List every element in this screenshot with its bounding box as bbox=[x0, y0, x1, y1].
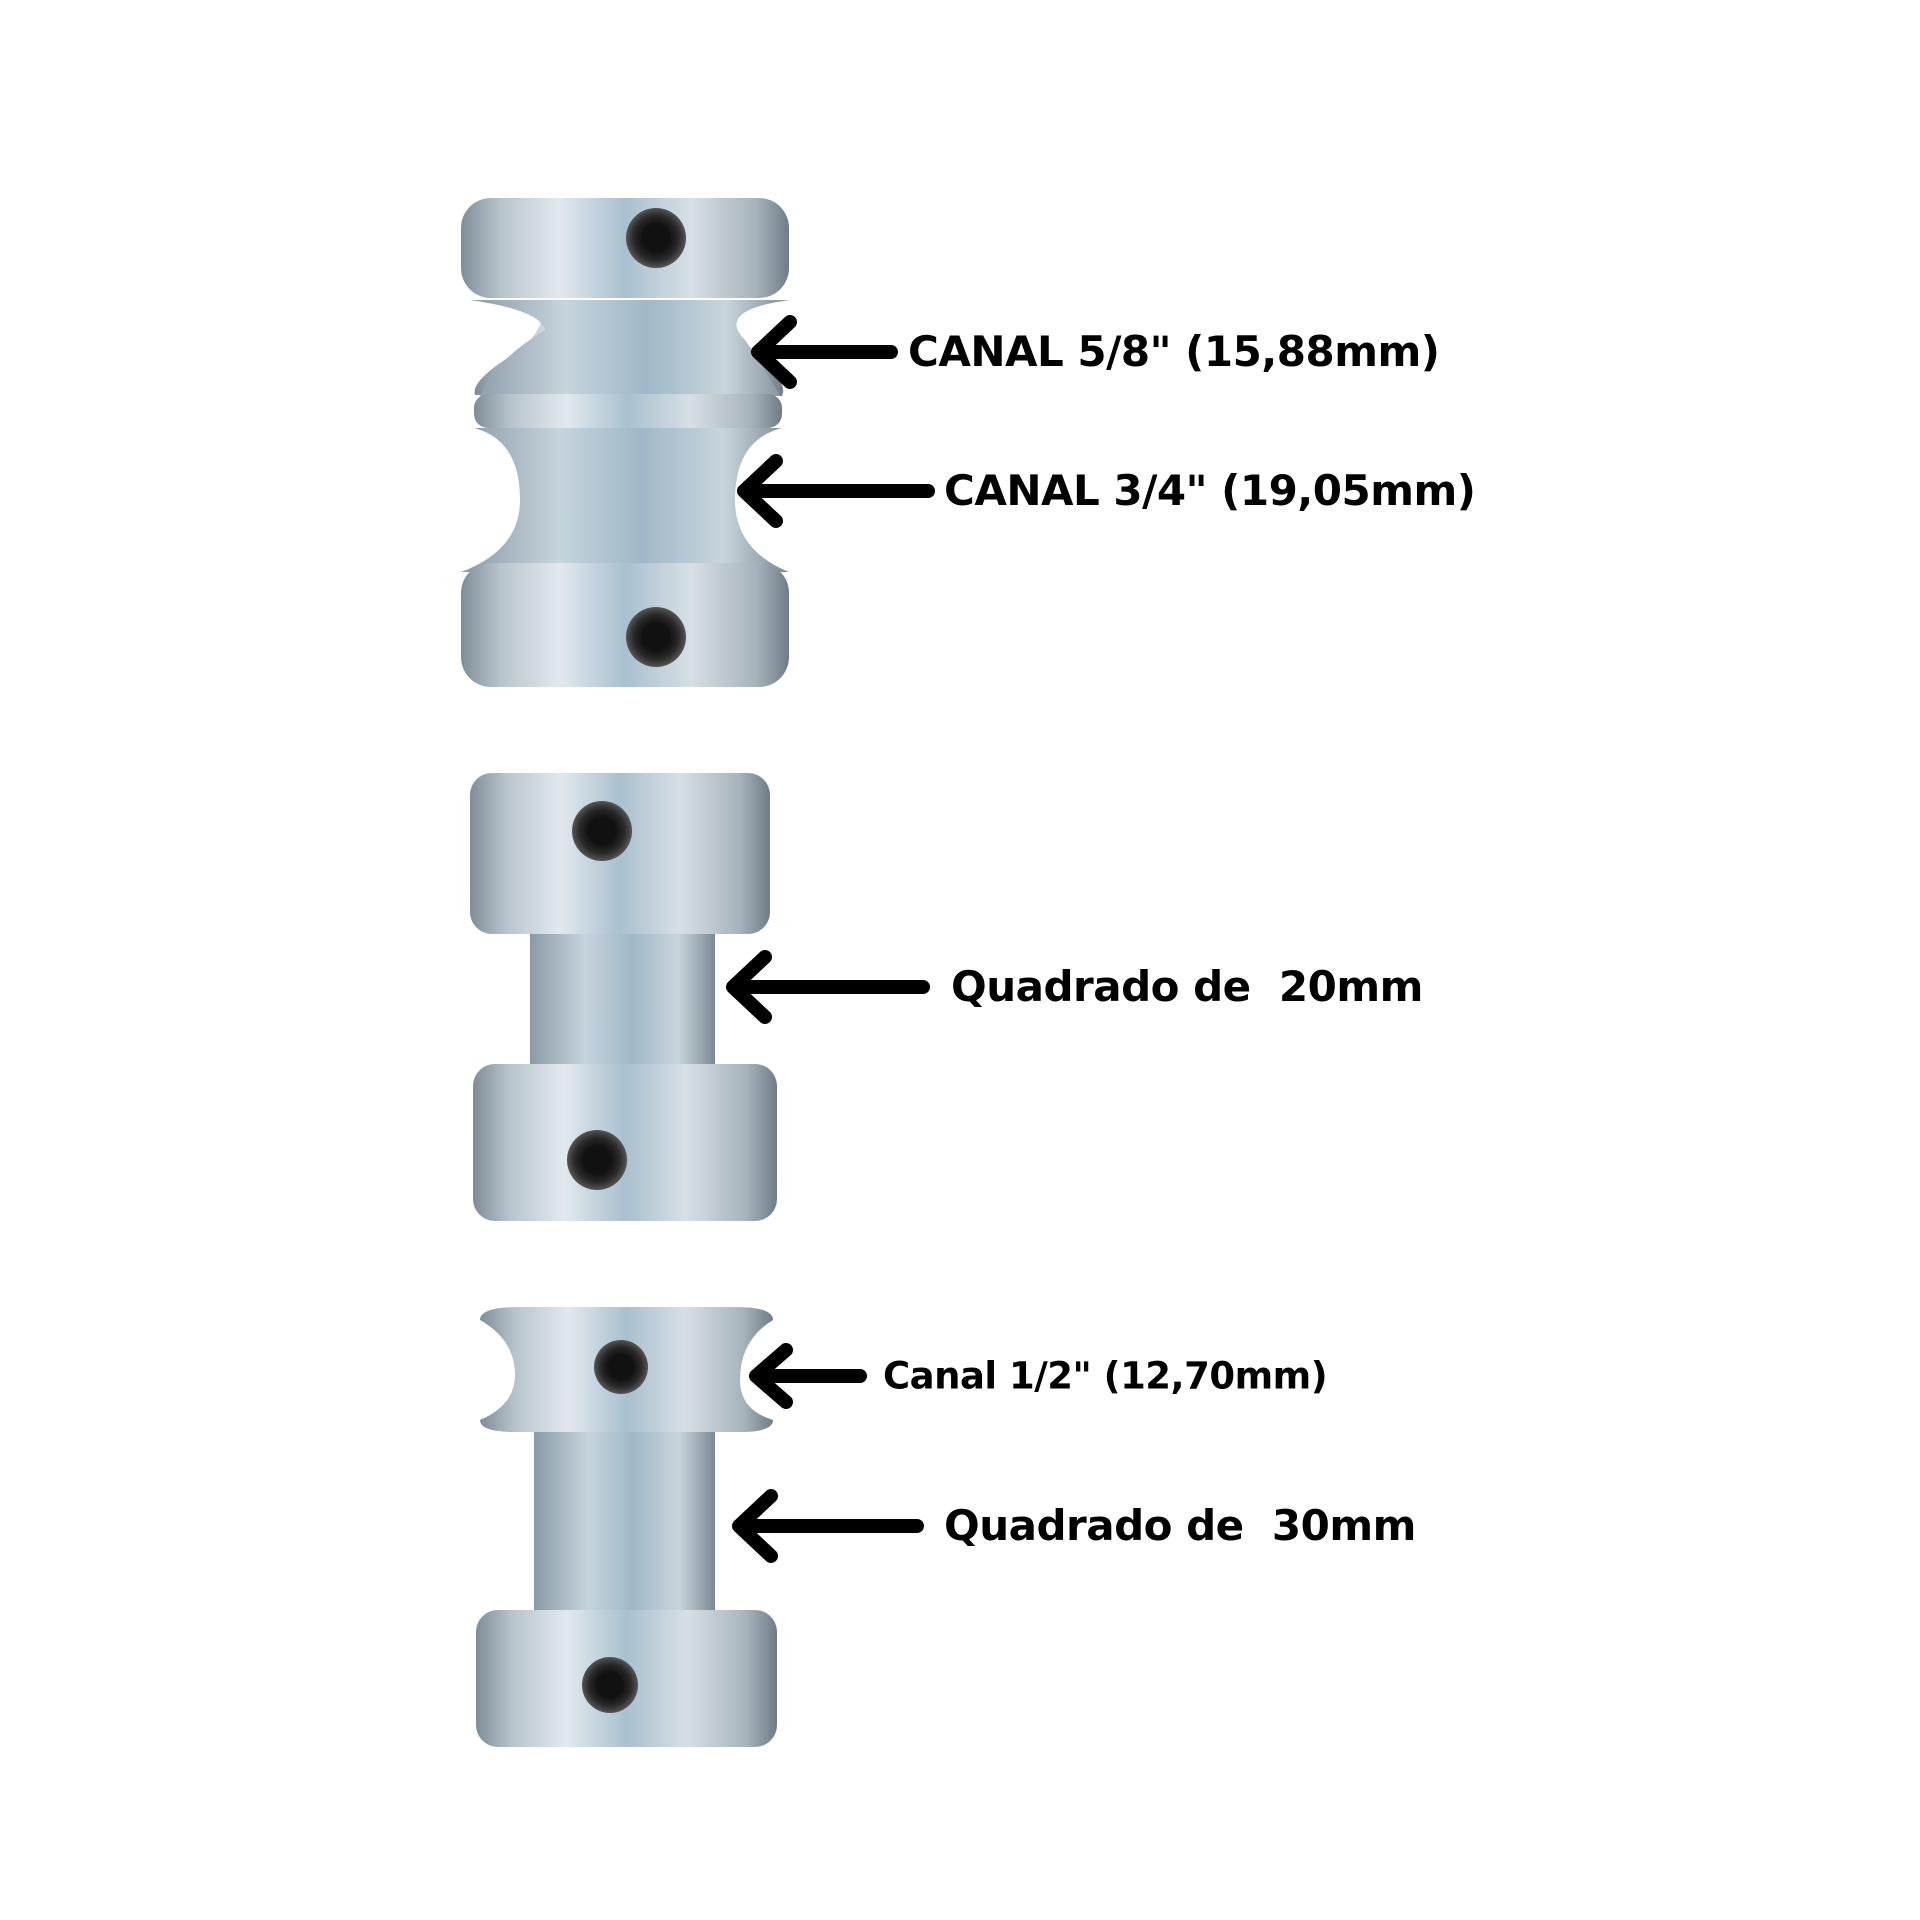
label-quadrado-30: Quadrado de 30mm bbox=[944, 1501, 1416, 1550]
arrow-left-icon bbox=[726, 950, 930, 1024]
arrow-left-icon bbox=[737, 454, 935, 528]
set-screw-icon bbox=[594, 1340, 648, 1394]
set-screw-icon bbox=[582, 1657, 638, 1713]
roller-double-groove bbox=[461, 198, 790, 687]
set-screw-icon bbox=[626, 208, 686, 268]
roller-groove-square-30 bbox=[476, 1307, 777, 1747]
label-canal-3-4: CANAL 3/4" (19,05mm) bbox=[944, 466, 1476, 515]
set-screw-icon bbox=[572, 801, 632, 861]
arrow-left-icon bbox=[732, 1489, 924, 1563]
label-quadrado-20: Quadrado de 20mm bbox=[951, 962, 1423, 1011]
roller-square-20 bbox=[470, 773, 777, 1221]
arrow-left-icon bbox=[751, 315, 898, 389]
label-canal-1-2: Canal 1/2" (12,70mm) bbox=[883, 1354, 1328, 1398]
arrow-left-icon bbox=[749, 1343, 867, 1409]
set-screw-icon bbox=[567, 1130, 627, 1190]
label-canal-5-8: CANAL 5/8" (15,88mm) bbox=[908, 327, 1440, 376]
set-screw-icon bbox=[626, 607, 686, 667]
